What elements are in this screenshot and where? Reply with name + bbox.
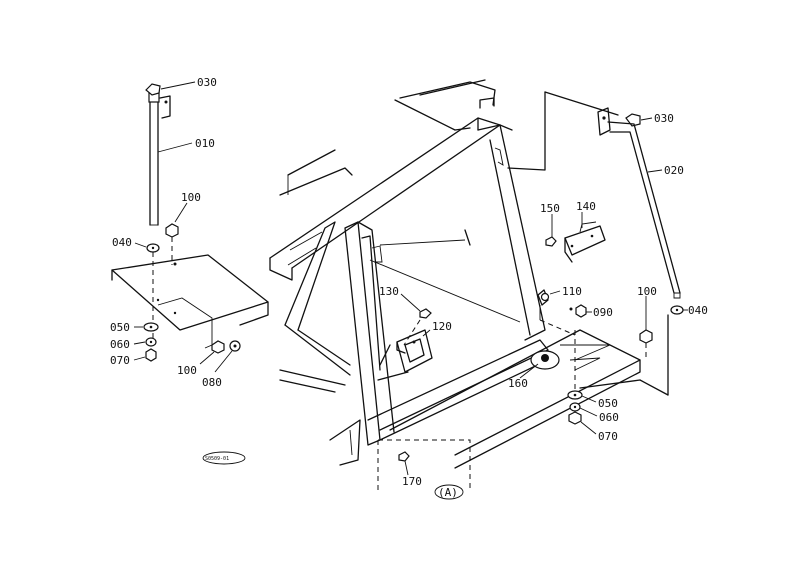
right-strut-assembly xyxy=(507,91,688,435)
washer-050-left xyxy=(134,322,159,332)
washer-060-left xyxy=(133,337,157,347)
view-marker-a: (A) xyxy=(438,486,458,499)
bracket-120 xyxy=(396,329,433,373)
label-050-right: 050 xyxy=(598,397,618,410)
nut-100-bottom xyxy=(199,340,225,365)
label-060-right: 060 xyxy=(599,411,619,424)
upper-bracket-right xyxy=(597,107,611,136)
reference-stamp: S0509-01 xyxy=(205,456,229,462)
bolt-030-left xyxy=(145,81,196,96)
bolt-110 xyxy=(537,289,561,320)
left-strut-assembly xyxy=(111,81,269,373)
label-100-top: 100 xyxy=(181,191,201,204)
label-060-left: 060 xyxy=(110,338,130,351)
grommet-160 xyxy=(519,350,560,379)
label-120: 120 xyxy=(432,320,452,333)
label-040-right: 040 xyxy=(688,304,708,317)
label-150: 150 xyxy=(540,202,560,215)
upper-bracket-left xyxy=(159,95,171,119)
label-080: 080 xyxy=(202,376,222,389)
label-130: 130 xyxy=(379,285,399,298)
strut-rod-020 xyxy=(607,121,681,299)
nut-100-right xyxy=(639,296,653,360)
label-140: 140 xyxy=(576,200,596,213)
label-040-left: 040 xyxy=(112,236,132,249)
bolt-030-right xyxy=(625,113,653,127)
part-labels: 030 010 100 040 050 060 070 100 080 130 … xyxy=(110,76,708,499)
label-160: 160 xyxy=(508,377,528,390)
label-100-bottom: 100 xyxy=(177,364,197,377)
label-010: 010 xyxy=(195,137,215,150)
reference-stamp-oval xyxy=(202,451,246,465)
washer-050-right xyxy=(567,390,597,403)
bolt-080 xyxy=(214,340,241,373)
center-bracket-assembly xyxy=(377,293,433,381)
nut-070-left xyxy=(133,348,157,362)
label-020: 020 xyxy=(664,164,684,177)
label-030-left: 030 xyxy=(197,76,217,89)
detail-a-callout xyxy=(377,439,471,500)
cab-frame xyxy=(269,79,641,469)
right-floor-plate xyxy=(389,329,641,469)
label-100-right: 100 xyxy=(637,285,657,298)
nut-090 xyxy=(569,304,592,318)
bolt-130 xyxy=(400,293,432,319)
bolt-170 xyxy=(398,451,410,476)
strut-rod-010 xyxy=(148,89,160,226)
nut-100-top xyxy=(165,202,188,238)
washer-040-right xyxy=(670,305,688,315)
view-marker-oval xyxy=(434,484,464,500)
label-030-right: 030 xyxy=(654,112,674,125)
label-170: 170 xyxy=(402,475,422,488)
label-090: 090 xyxy=(593,306,613,319)
label-110: 110 xyxy=(562,285,582,298)
washer-040-left xyxy=(134,242,160,253)
label-070-right: 070 xyxy=(598,430,618,443)
label-070-left: 070 xyxy=(110,354,130,367)
bolt-150 xyxy=(545,214,557,247)
nut-070-right xyxy=(568,411,597,435)
bracket-140 xyxy=(564,212,606,263)
left-side-panel xyxy=(111,254,269,349)
washer-060-right xyxy=(569,402,598,417)
label-050-left: 050 xyxy=(110,321,130,334)
